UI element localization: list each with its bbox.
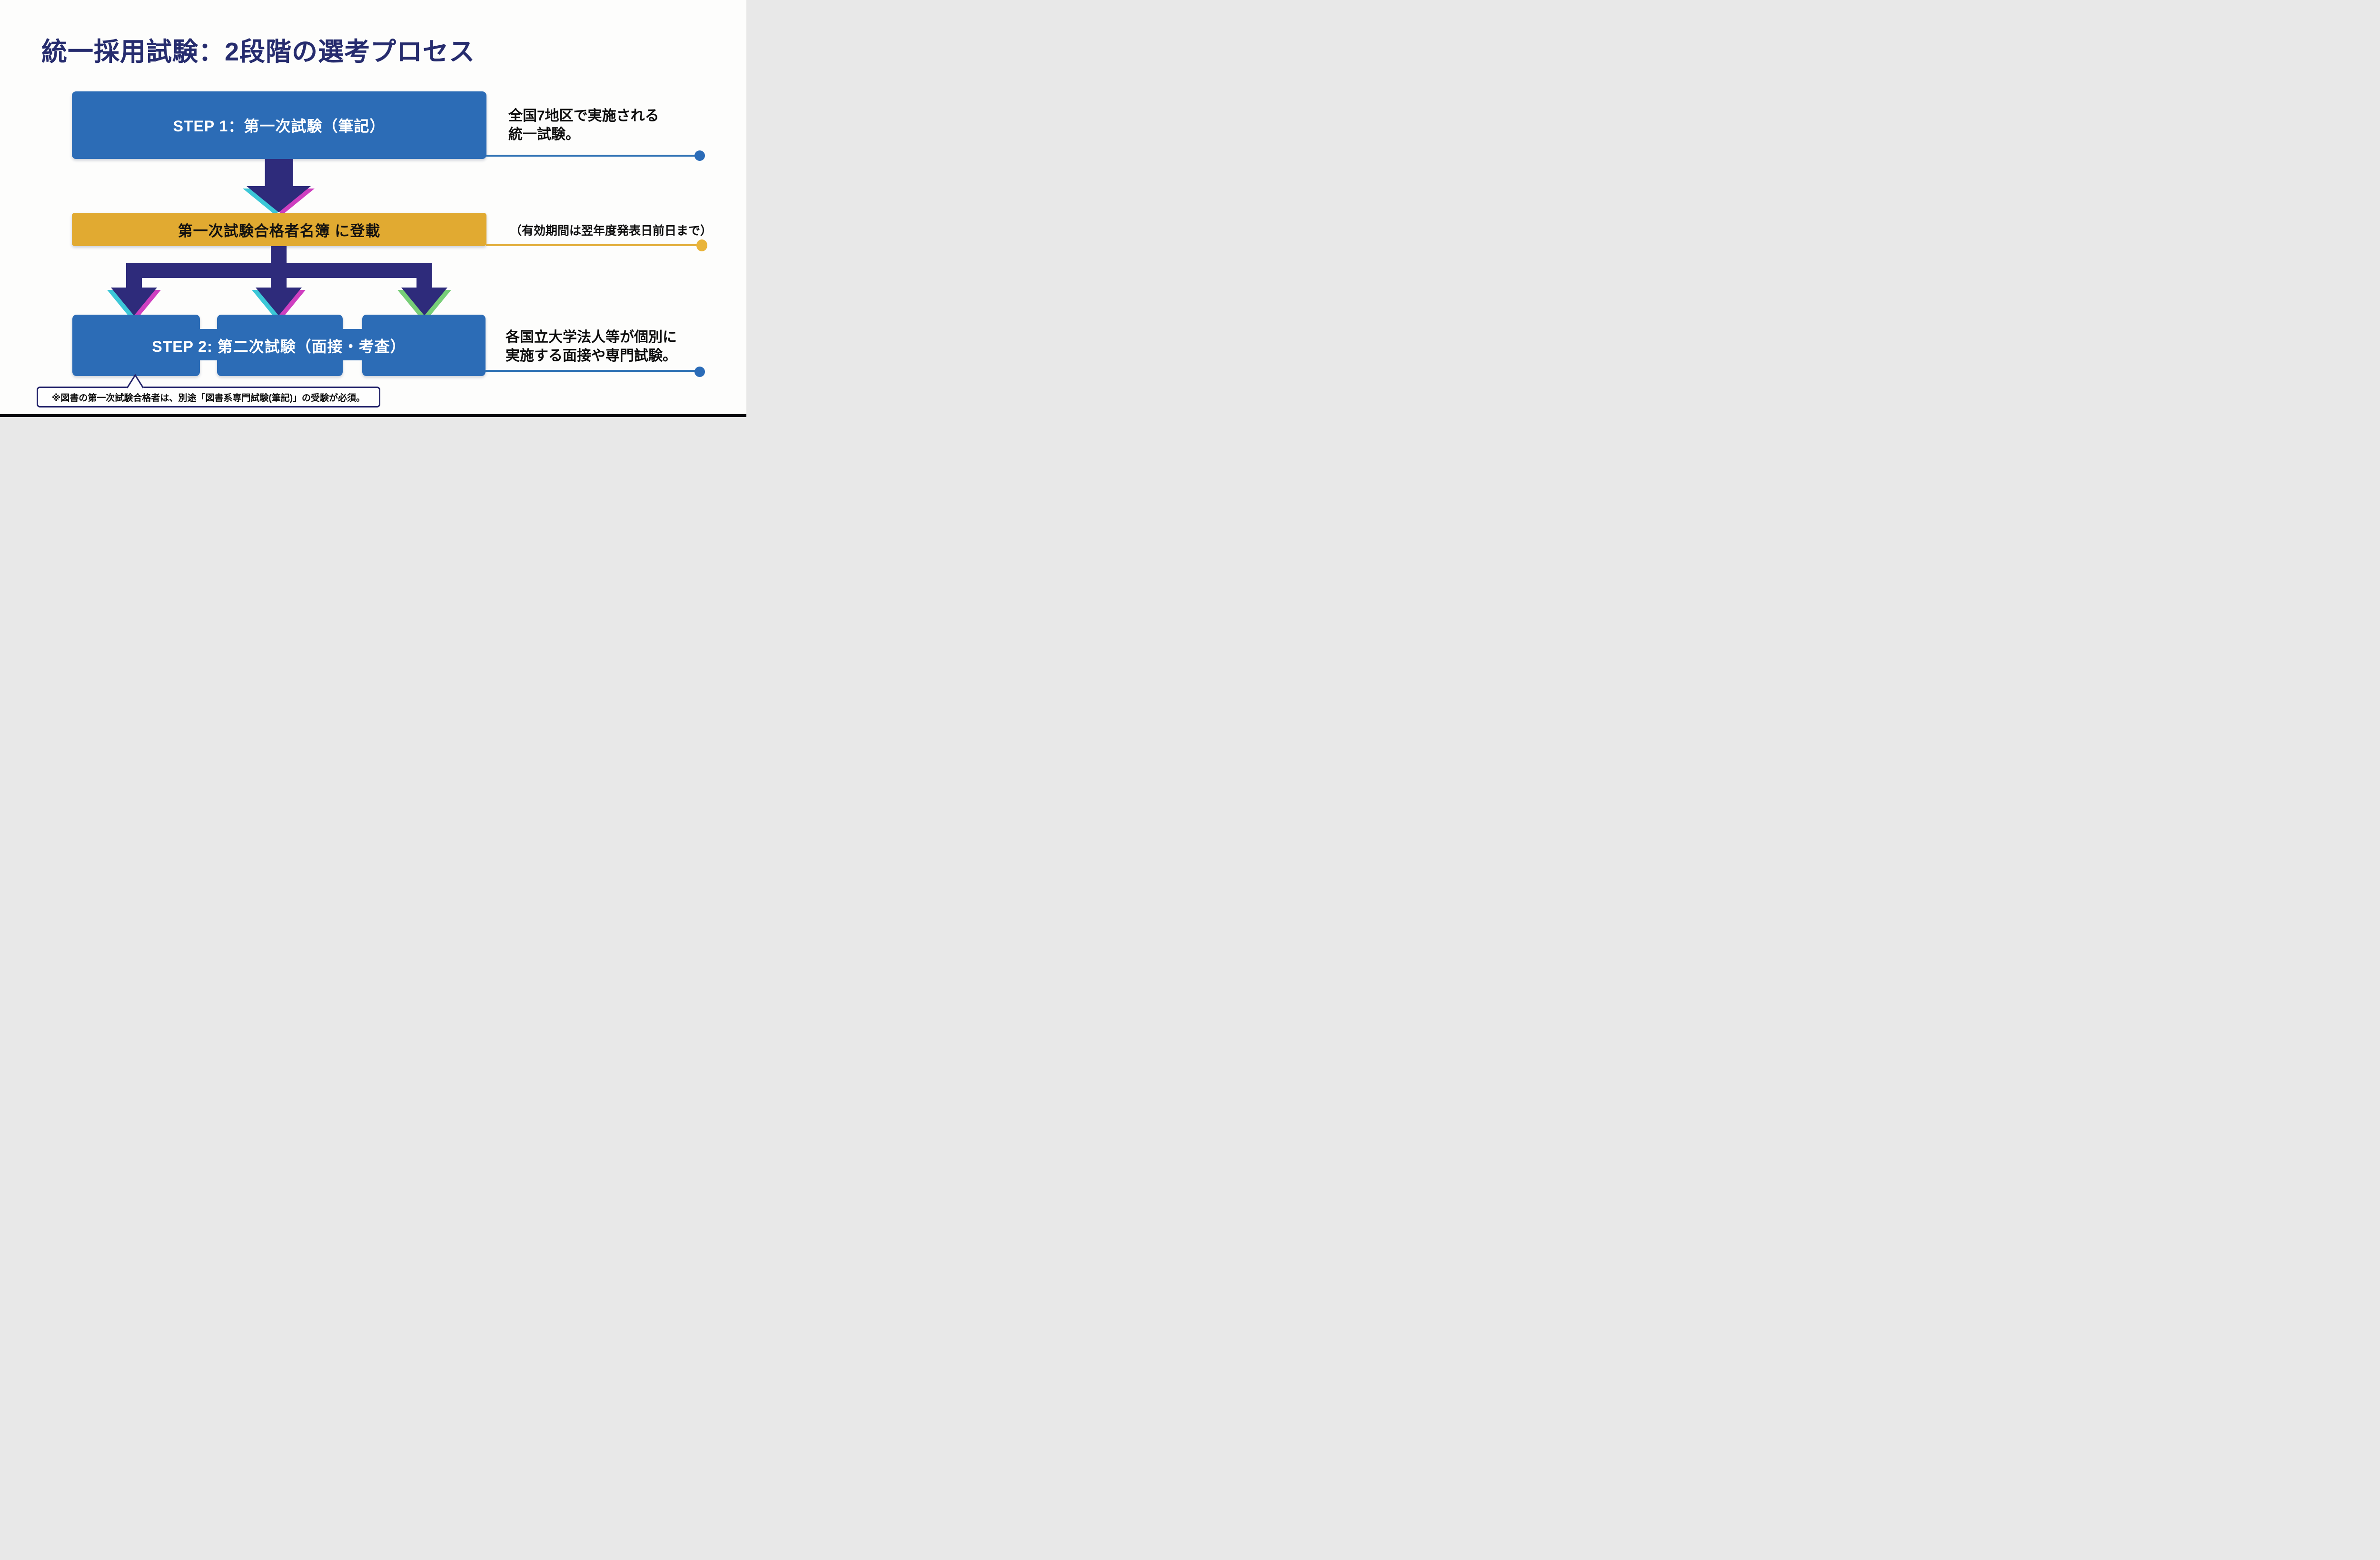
arrow-down-icon (243, 159, 315, 215)
step2-box-connector (341, 329, 364, 360)
step1-connector-dot-icon (694, 150, 705, 161)
roster-connector-line (486, 244, 698, 246)
branch-horizontal-bar (126, 263, 432, 278)
step2-annotation-line1: 各国立大学法人等が個別に (506, 329, 677, 345)
slide: 統一採用試験：2段階の選考プロセス STEP 1：第一次試験（筆記） 全国7地区… (0, 0, 746, 417)
roster-annotation-line1: （有効期間は翌年度発表日前日まで） (510, 224, 713, 238)
roster-box: 第一次試験合格者名簿 に登載 (72, 213, 486, 246)
arrow-down-icon (397, 288, 451, 318)
step1-annotation-line1: 全国7地区で実施される (508, 108, 659, 124)
step2-box-connector (198, 329, 219, 360)
step2-label: STEP 2: 第二次試験（面接・考査） (152, 338, 406, 355)
bottom-accent-bar (0, 414, 746, 417)
footnote-callout-pointer (126, 374, 144, 388)
page-title: 統一採用試験：2段階の選考プロセス (41, 38, 476, 66)
step2-connector-line (485, 370, 696, 372)
step2-annotation-line2: 実施する面接や専門試験。 (506, 348, 677, 364)
step1-box: STEP 1：第一次試験（筆記） (72, 91, 486, 159)
step2-box-right (362, 315, 486, 376)
step1-annotation: 全国7地区で実施される 統一試験。 (508, 107, 659, 144)
step2-connector-dot-icon (694, 367, 705, 377)
branch-stem-right (416, 263, 432, 288)
step1-connector-line (486, 155, 696, 157)
branch-stem-left (126, 263, 142, 288)
step1-label: STEP 1：第一次試験（筆記） (173, 118, 386, 135)
arrow-down-icon (252, 288, 306, 318)
footnote-text: ※図書の第一次試験合格者は、別途「図書系専門試験(筆記)」の受験が必須。 (51, 393, 366, 403)
step2-annotation: 各国立大学法人等が個別に 実施する面接や専門試験。 (506, 328, 677, 365)
footnote-box: ※図書の第一次試験合格者は、別途「図書系専門試験(筆記)」の受験が必須。 (37, 387, 380, 407)
roster-label: 第一次試験合格者名簿 に登載 (178, 222, 381, 239)
arrow-down-icon (107, 288, 161, 318)
roster-annotation: （有効期間は翌年度発表日前日まで） (510, 223, 712, 238)
step1-annotation-line2: 統一試験。 (508, 127, 580, 142)
step2-box-left (72, 315, 200, 376)
step2-box-middle (217, 315, 343, 376)
roster-connector-dot-icon (696, 239, 707, 251)
